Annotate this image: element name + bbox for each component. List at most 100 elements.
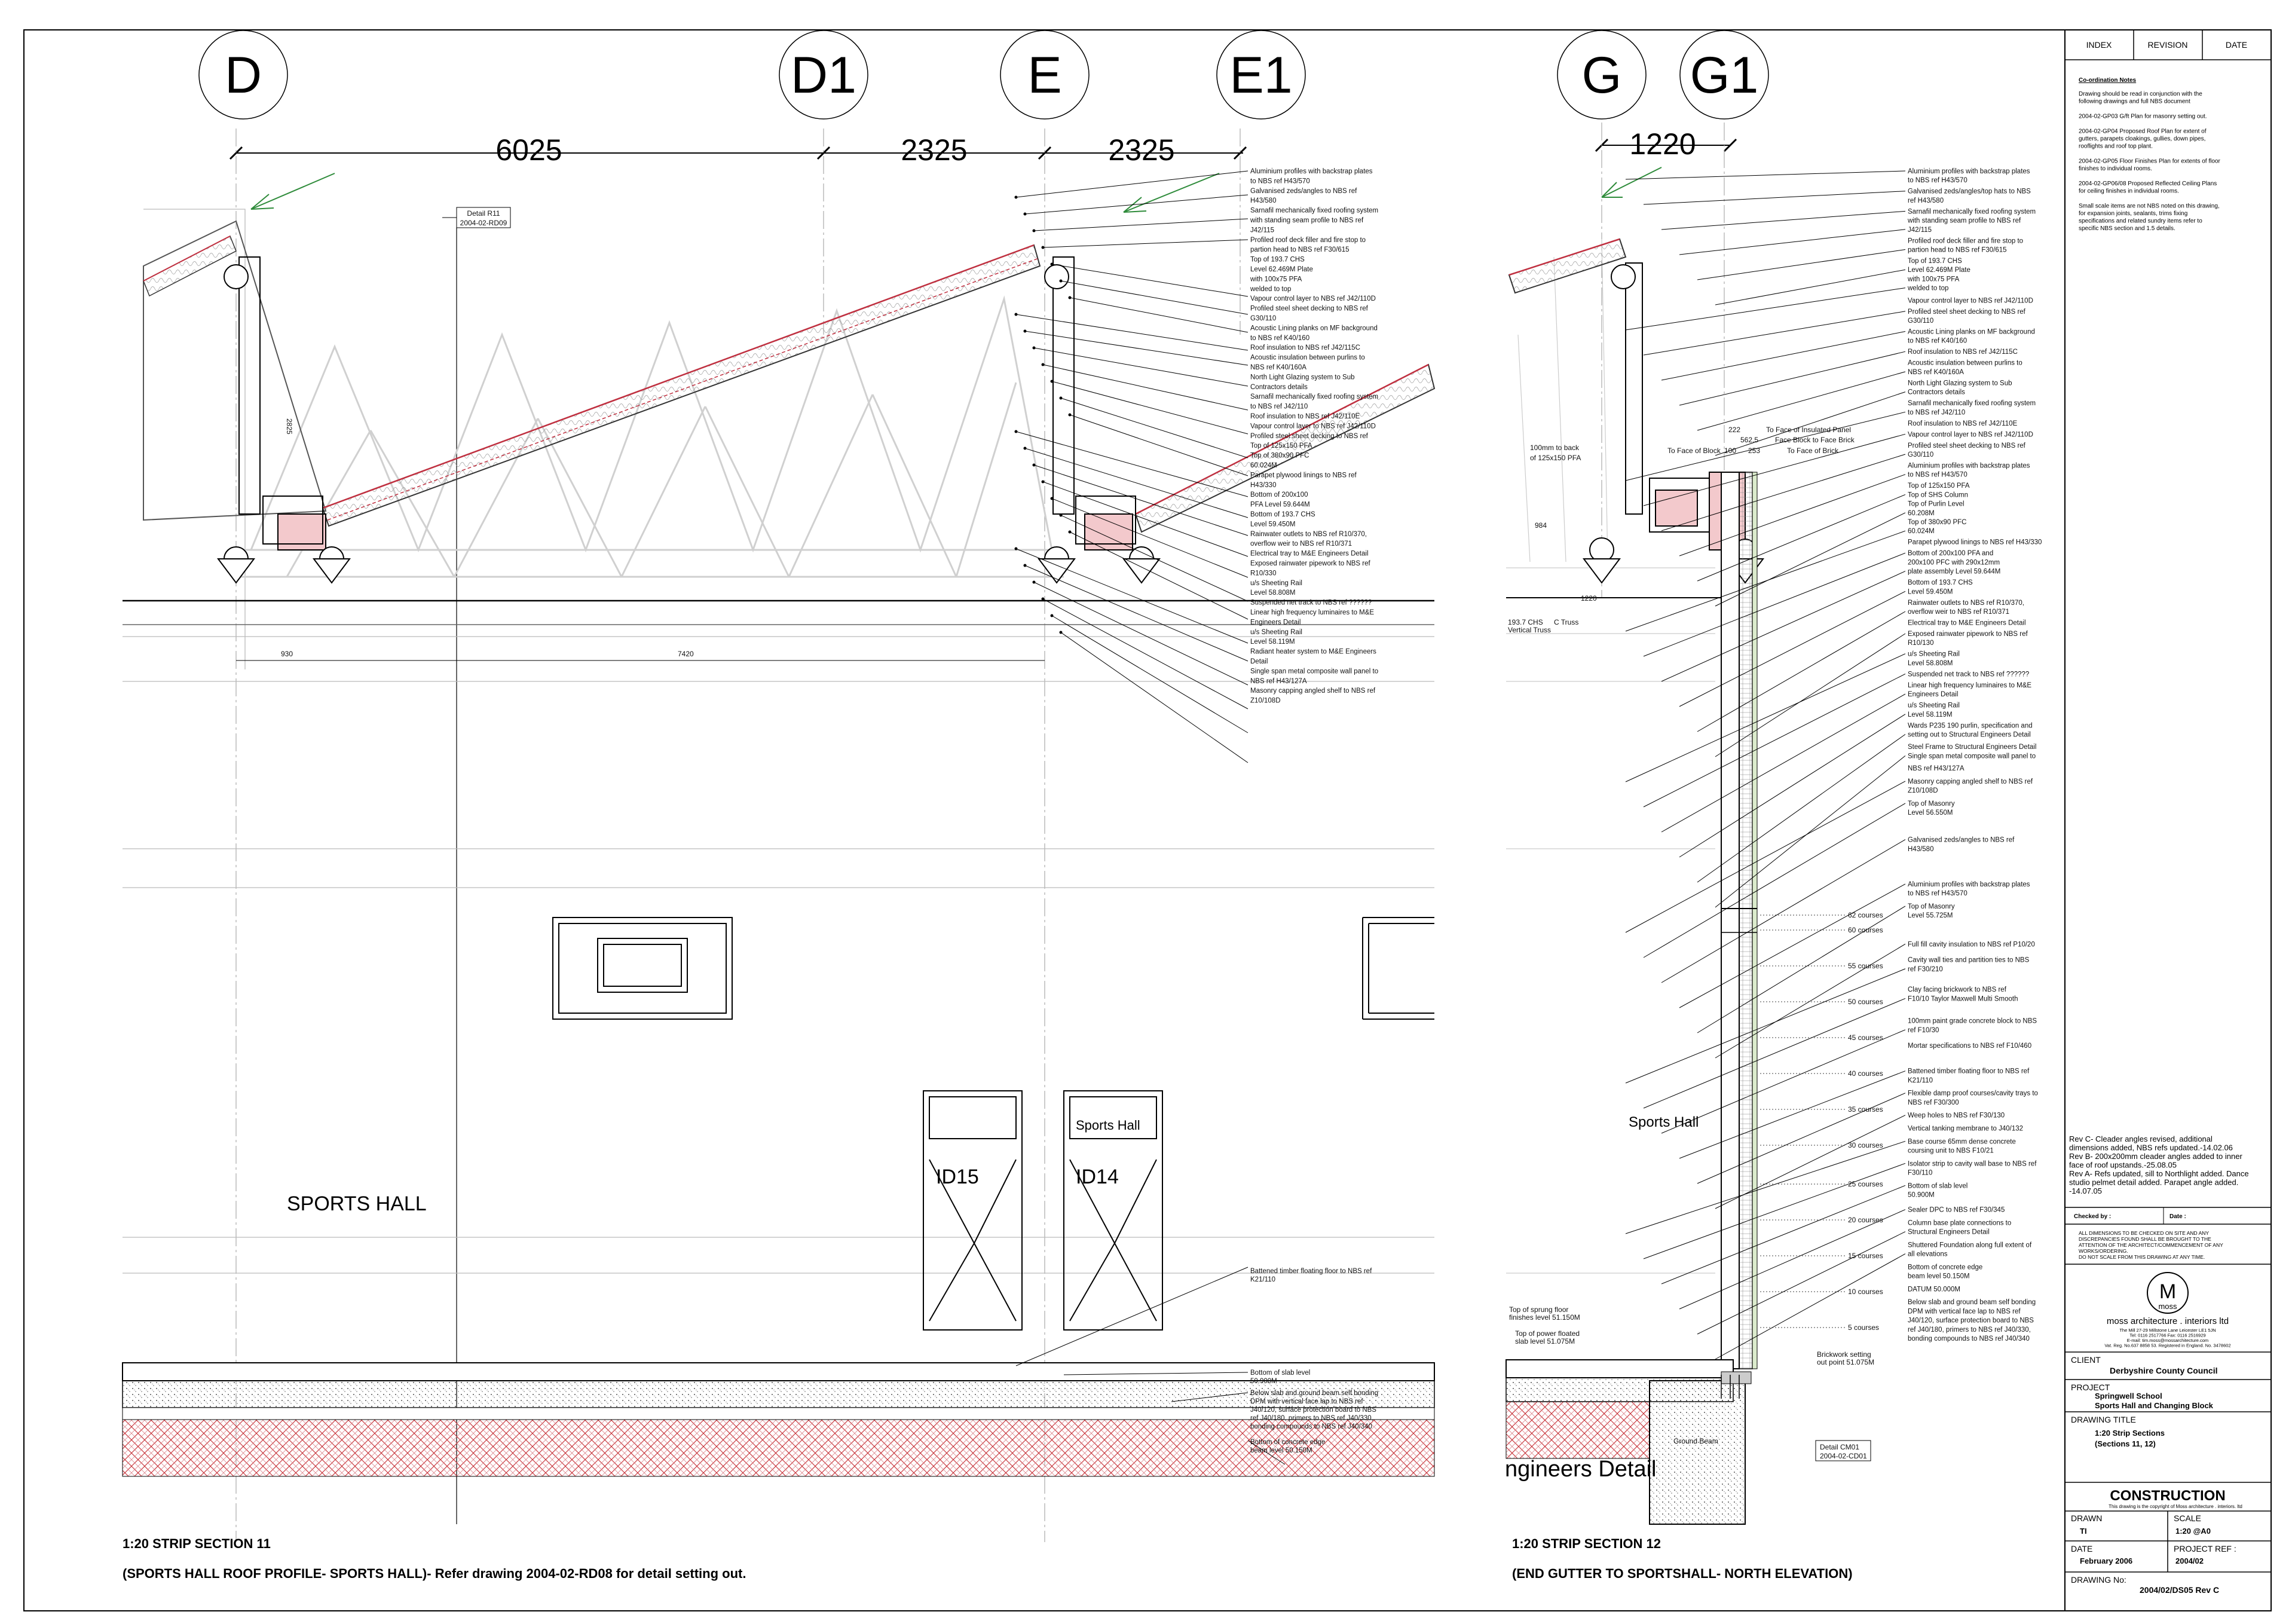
course-label: 10 courses	[1848, 1287, 1883, 1296]
note-line: with 100x75 PFA	[1907, 276, 1960, 283]
note-line: Roof insulation to NBS ref J42/110E	[1908, 420, 2018, 427]
note-line: F10/10 Taylor Maxwell Multi Smooth	[1908, 995, 2018, 1002]
note-line: Linear high frequency luminaires to M&E	[1908, 682, 2031, 689]
coord-note-line: Small scale items are not NBS noted on t…	[2079, 203, 2220, 210]
note-line: G30/110	[1250, 315, 1276, 322]
coord-note-line: 2004-02-GP05 Floor Finishes Plan for ext…	[2079, 158, 2220, 165]
right-small-label: Top of power floated	[1515, 1329, 1580, 1338]
warning-line: ALL DIMENSIONS TO BE CHECKED ON SITE AND…	[2079, 1230, 2209, 1236]
dim-930: 930	[281, 650, 293, 658]
note-line: Galvanised zeds/angles to NBS ref	[1250, 188, 1357, 195]
right-small-label: Ground Beam	[1673, 1437, 1718, 1445]
coord-note-line: Drawing should be read in conjunction wi…	[2079, 91, 2202, 97]
right-small-label: To Face of Insulated Panel	[1766, 426, 1851, 434]
course-label: 15 courses	[1848, 1252, 1883, 1260]
notes-right: Aluminium profiles with backstrap plates…	[1625, 168, 2042, 1360]
coord-note-line: specifications and related sundry items …	[2079, 218, 2202, 225]
note-line: to NBS ref H43/570	[1908, 890, 1967, 897]
projref-value: 2004/02	[2175, 1556, 2204, 1565]
note-line: Parapet plywood linings to NBS ref H43/3…	[1908, 539, 2042, 546]
note-line: Exposed rainwater pipework to NBS ref	[1250, 560, 1371, 567]
note-line: Level 58.119M	[1908, 711, 1953, 718]
note-line: to NBS ref H43/570	[1908, 472, 1967, 479]
right-small-label: 193.7 CHS	[1508, 618, 1543, 626]
coord-note-line: for ceiling finishes in individual rooms…	[2079, 188, 2179, 195]
note-line: Single span metal composite wall panel t…	[1908, 753, 2036, 760]
course-label: 55 courses	[1848, 962, 1883, 970]
note-line: ref J40/180, primers to NBS ref J40/330,	[1908, 1326, 2031, 1334]
note-line: NBS ref K40/160A	[1250, 364, 1306, 371]
right-small-label: 2004-02-CD01	[1820, 1452, 1867, 1460]
note-line: Profiled roof deck filler and fire stop …	[1250, 237, 1366, 244]
engineers-detail-text: ngineers Detail	[1505, 1457, 1656, 1482]
note-line: overflow weir to NBS ref R10/371	[1250, 540, 1352, 548]
note-line: Level 58.808M	[1908, 660, 1953, 667]
note-line: G30/110	[1908, 317, 1933, 325]
right-small-label: finishes level 51.150M	[1509, 1313, 1580, 1322]
coord-note-line: rooflights and roof top plant.	[2079, 143, 2153, 150]
note-line: DATUM 50.000M	[1908, 1286, 1960, 1293]
warning-line: WORKS/ORDERING.	[2079, 1248, 2128, 1254]
dimension-text: 2325	[1108, 133, 1174, 167]
note-line: Top of Purlin Level	[1908, 501, 1964, 508]
right-small-label: Brickwork setting	[1817, 1350, 1871, 1359]
revision-line: face of roof upstands.-25.08.05	[2069, 1161, 2177, 1170]
right-small-label: slab level 51.075M	[1515, 1337, 1575, 1345]
coord-note-line: gutters, parapets cloakings, gullies, do…	[2079, 136, 2205, 142]
project-line1: Springwell School	[2095, 1391, 2162, 1400]
drawing-title-line1: 1:20 Strip Sections	[2095, 1429, 2165, 1438]
note-line: NBS ref H43/127A	[1908, 765, 1964, 772]
date-value: February 2006	[2080, 1556, 2132, 1565]
note-line: with standing seam profile to NBS ref	[1250, 217, 1364, 224]
course-label: 5 courses	[1848, 1323, 1879, 1332]
note-line: Aluminium profiles with backstrap plates	[1908, 168, 2030, 175]
right-small-label: To Face of Block	[1667, 446, 1721, 455]
note-line: Base course 65mm dense concrete	[1908, 1138, 2016, 1145]
scale-value: 1:20 @A0	[2175, 1527, 2211, 1536]
note-line: 60.208M	[1908, 510, 1935, 517]
course-label: 30 courses	[1848, 1141, 1883, 1149]
note-line: welded to top	[1250, 286, 1291, 293]
note-line: Level 58.808M	[1250, 589, 1295, 597]
warning-line: ATTENTION OF THE ARCHITECT/COMMENCEMENT …	[2079, 1242, 2223, 1248]
note-line: to NBS ref K40/160	[1908, 338, 1967, 345]
right-small-label: C Truss	[1554, 618, 1578, 626]
note-line: Contractors details	[1908, 389, 1965, 396]
note-line: Acoustic Lining planks on MF background	[1250, 325, 1378, 332]
note-line: Level 56.550M	[1908, 809, 1953, 816]
door-label-id14: ID14	[1076, 1166, 1119, 1188]
note-line: Top of SHS Column	[1908, 491, 1968, 498]
note-line: Bottom of 193.7 CHS	[1250, 511, 1315, 518]
grid-label: G	[1582, 47, 1622, 104]
coord-note-line: for expansion joints, sealants, trims fi…	[2079, 210, 2187, 217]
note-line: Masonry capping angled shelf to NBS ref	[1250, 687, 1376, 695]
revision-line: dimensions added, NBS refs updated.-14.0…	[2069, 1143, 2233, 1152]
copyright-line: This drawing is the copyright of Moss ar…	[2109, 1504, 2242, 1509]
note-line: Level 59.450M	[1908, 588, 1953, 595]
note-line: Top of 193.7 CHS	[1908, 258, 1962, 265]
course-label: 40 courses	[1848, 1069, 1883, 1078]
note-line: coursing unit to NBS F10/21	[1908, 1148, 1994, 1155]
note-line: North Light Glazing system to Sub	[1250, 374, 1355, 381]
note-line: R10/330	[1250, 570, 1276, 577]
floor-note-line: bonding compounds to NBS ref J40/340	[1250, 1423, 1372, 1430]
title-block: INDEX REVISION DATE Co-ordination Notes …	[2064, 29, 2272, 1611]
note-line: Exposed rainwater pipework to NBS ref	[1908, 631, 2028, 638]
project-label: PROJECT	[2071, 1383, 2110, 1392]
warning-line: DISCREPANCIES FOUND SHALL BE BROUGHT TO …	[2079, 1236, 2211, 1242]
note-line: Detail	[1250, 658, 1268, 665]
note-line: setting out to Structural Engineers Deta…	[1908, 732, 2031, 739]
note-line: Sarnafil mechanically fixed roofing syst…	[1908, 208, 2036, 215]
note-line: ref H43/580	[1908, 197, 1944, 204]
note-line: Cavity wall ties and partition ties to N…	[1908, 957, 2030, 964]
note-line: Galvanised zeds/angles to NBS ref	[1908, 837, 2015, 844]
door-label-id15: ID15	[936, 1166, 979, 1188]
note-line: Parapet plywood linings to NBS ref	[1250, 472, 1357, 479]
logo-word: moss	[2158, 1302, 2177, 1311]
drawn-label: DRAWN	[2071, 1513, 2102, 1523]
note-line: Top of 125x150 PFA	[1908, 482, 1970, 490]
right-small-label: 222	[1728, 426, 1740, 434]
